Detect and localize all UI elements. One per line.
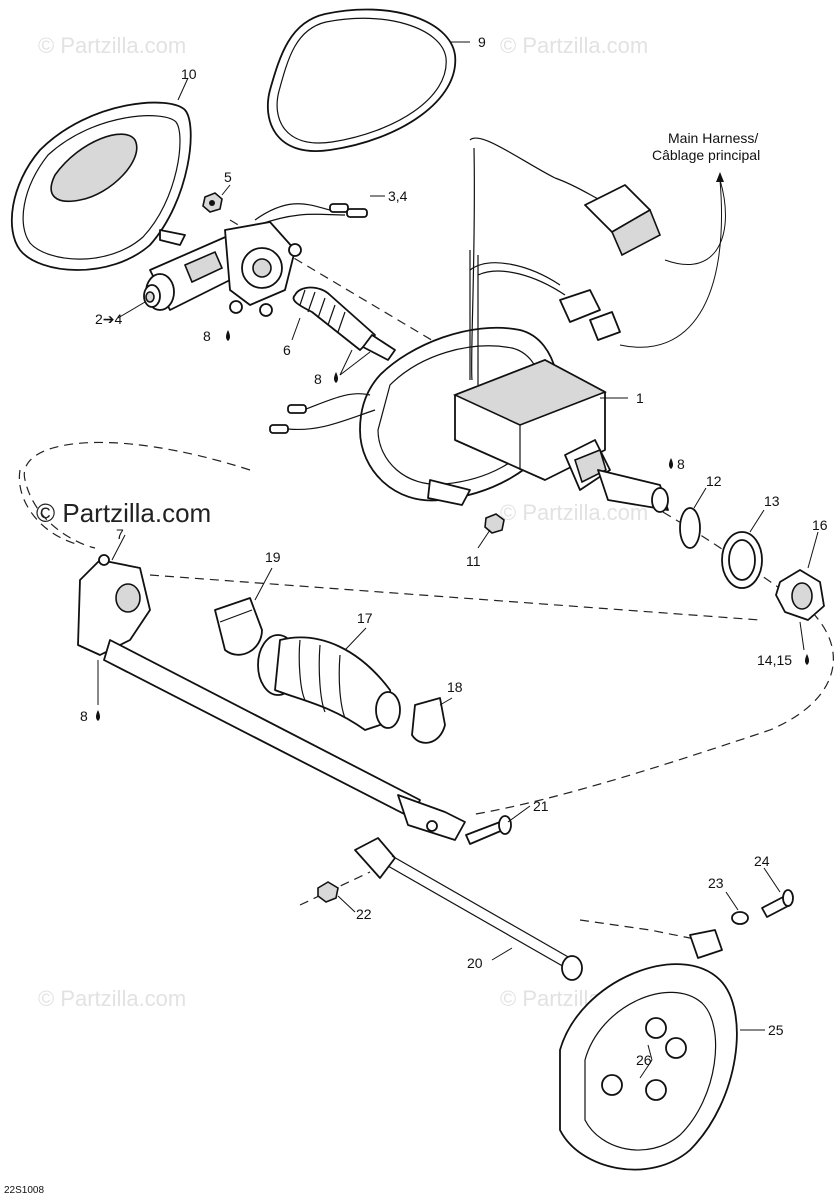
callout-8-shaft: 8 bbox=[677, 456, 685, 472]
part-11-nut bbox=[484, 513, 505, 534]
oil-drop-icons bbox=[96, 330, 809, 721]
part-25-bracket-ring bbox=[559, 929, 738, 1171]
oil-drop-icon bbox=[334, 372, 338, 383]
part-16-hex-nut bbox=[775, 569, 825, 621]
oil-drop-icon bbox=[96, 710, 100, 721]
watermark-mid-right: © Partzilla.com bbox=[500, 500, 648, 525]
harness-label-line2: Câblage principal bbox=[652, 147, 760, 163]
part-3-4-terminals bbox=[254, 203, 368, 226]
part-5-nut bbox=[202, 192, 223, 213]
part-1-actuator-housing bbox=[359, 137, 669, 513]
oil-drop-icon bbox=[669, 458, 673, 469]
callout-11: 11 bbox=[466, 553, 481, 569]
watermark-top-right: © Partzilla.com bbox=[500, 33, 648, 58]
callout-19: 19 bbox=[265, 549, 281, 565]
callout-labels: 9 10 5 3,4 2➔4 8 6 8 1 8 12 13 16 11 14,… bbox=[80, 34, 828, 1068]
callout-3-4: 3,4 bbox=[388, 188, 408, 204]
oil-drop-icon bbox=[805, 654, 809, 665]
callout-25: 25 bbox=[768, 1022, 784, 1038]
callout-23: 23 bbox=[708, 875, 724, 891]
part-22-nut bbox=[317, 881, 339, 903]
part-6-worm-screw bbox=[292, 286, 396, 361]
part-2-4-motor bbox=[143, 221, 302, 317]
callout-12: 12 bbox=[706, 473, 722, 489]
watermark-bottom-left: © Partzilla.com bbox=[38, 986, 186, 1011]
callout-17: 17 bbox=[357, 610, 373, 626]
watermark-top-left: © Partzilla.com bbox=[38, 33, 186, 58]
callout-8-screw: 8 bbox=[314, 371, 322, 387]
harness-connectors bbox=[554, 172, 726, 348]
callout-1: 1 bbox=[636, 390, 644, 406]
harness-label: Main Harness/ Câblage principal bbox=[652, 130, 760, 163]
callout-26: 26 bbox=[636, 1052, 652, 1068]
part-24-screw bbox=[761, 889, 794, 918]
oil-drop-icon bbox=[226, 330, 230, 341]
leader-lines bbox=[97, 41, 819, 1079]
callout-7: 7 bbox=[116, 526, 124, 542]
harness-label-line1: Main Harness/ bbox=[668, 130, 758, 146]
part-13-lock-washer bbox=[721, 531, 763, 589]
callout-8-motor: 8 bbox=[203, 328, 211, 344]
watermarks: © Partzilla.com © Partzilla.com © Partzi… bbox=[36, 33, 648, 1011]
callout-24: 24 bbox=[754, 853, 770, 869]
part-20-cable bbox=[354, 837, 583, 981]
callout-8-rod: 8 bbox=[80, 708, 88, 724]
callout-21: 21 bbox=[533, 798, 549, 814]
part-18-clamp bbox=[411, 697, 446, 744]
callout-2-4: 2➔4 bbox=[95, 311, 123, 327]
part-7-shaft bbox=[77, 554, 466, 841]
part-21-bolt bbox=[465, 815, 512, 845]
part-9-seal-ring bbox=[266, 8, 456, 152]
callout-14-15: 14,15 bbox=[757, 652, 792, 668]
callout-9: 9 bbox=[478, 34, 486, 50]
drawing-code: 22S1008 bbox=[4, 1185, 44, 1196]
callout-16: 16 bbox=[812, 517, 828, 533]
callout-18: 18 bbox=[447, 679, 463, 695]
side-wires bbox=[269, 393, 376, 434]
callout-10: 10 bbox=[181, 66, 197, 82]
callout-6: 6 bbox=[283, 342, 291, 358]
part-23-washer bbox=[731, 911, 749, 925]
part-12-o-ring bbox=[679, 507, 701, 549]
part-10-cover bbox=[10, 101, 192, 271]
part-17-boot bbox=[257, 634, 401, 731]
callout-20: 20 bbox=[467, 955, 483, 971]
watermark-main: © Partzilla.com bbox=[36, 498, 211, 528]
part-19-clamp bbox=[214, 597, 263, 656]
callout-13: 13 bbox=[764, 493, 780, 509]
callout-22: 22 bbox=[356, 906, 372, 922]
callout-5: 5 bbox=[224, 169, 232, 185]
